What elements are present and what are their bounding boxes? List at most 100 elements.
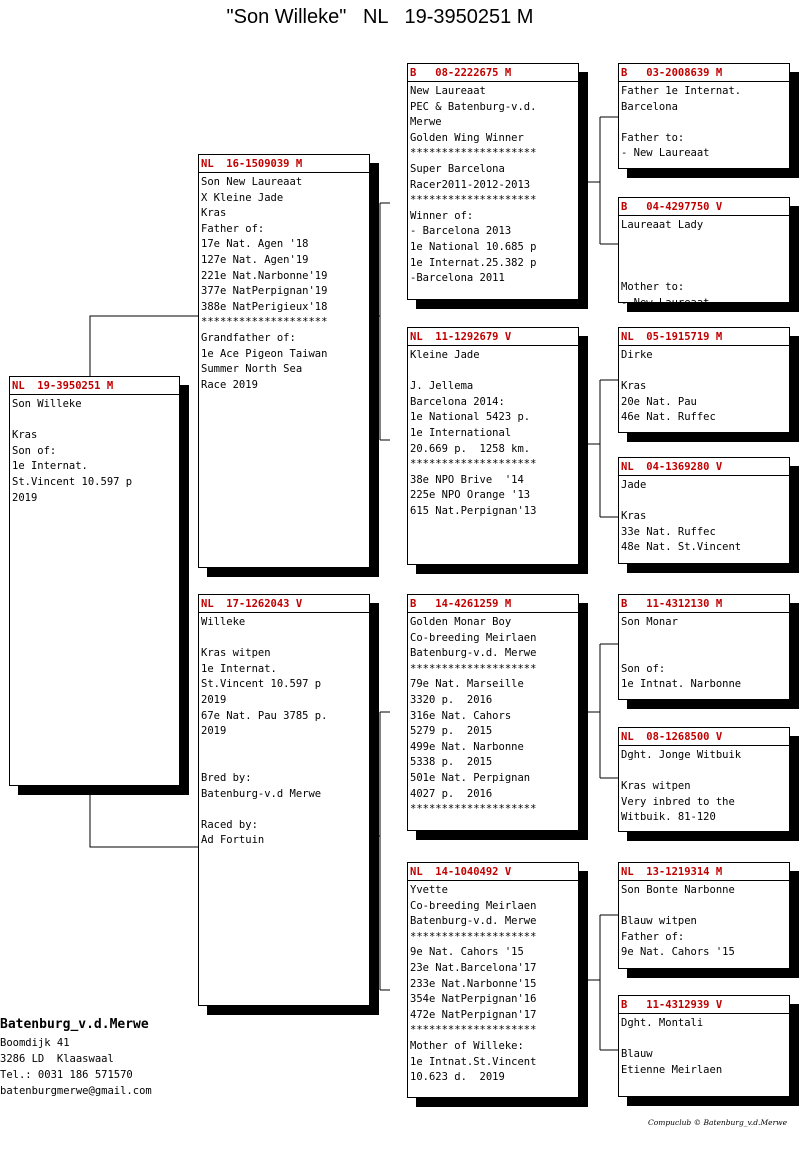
card-line <box>621 494 789 510</box>
card-line: 48e Nat. St.Vincent <box>621 541 742 554</box>
card-line: 4027 p. 2016 <box>410 787 493 800</box>
ring-number: NL 13-1219314 M <box>621 866 723 878</box>
card-line: Kras <box>201 207 227 220</box>
ring-number: B 14-4261259 M <box>410 598 512 610</box>
card-line: Summer North Sea <box>201 363 303 376</box>
card-line: Kras <box>621 380 647 393</box>
card-line <box>621 1032 789 1048</box>
card-line: Golden Wing Winner <box>410 131 524 144</box>
card-line: X Kleine Jade <box>201 191 284 204</box>
card-line: Kras witpen <box>621 780 691 793</box>
card-line: ******************** <box>410 147 537 160</box>
card-line: Mother to: <box>621 281 685 294</box>
card-line: St.Vincent 10.597 p <box>201 678 322 691</box>
page-title: "Son Willeke" NL 19-3950251 M <box>226 6 534 28</box>
header-rule <box>407 612 579 613</box>
header-rule <box>618 81 790 82</box>
card-line: 1e Intnat.St.Vincent <box>410 1055 537 1068</box>
card-line: 2019 <box>12 491 38 504</box>
card-line: Barcelona <box>621 100 678 113</box>
card-line: 2019 <box>201 693 227 706</box>
owner-address: Boomdijk 41 <box>0 1037 70 1049</box>
card-line: 388e NatPerigieux'18 <box>201 300 328 313</box>
owner-phone: Tel.: 0031 186 571570 <box>0 1069 133 1081</box>
card-line: 316e Nat. Cahors <box>410 709 512 722</box>
ring-number: NL 08-1268500 V <box>621 731 723 743</box>
card-line <box>621 115 789 131</box>
card-line: 1e Internat. <box>201 662 277 675</box>
card-line: 5338 p. 2015 <box>410 756 493 769</box>
header-rule <box>407 880 579 881</box>
owner-name: Batenburg_v.d.Merwe <box>0 1017 149 1032</box>
card-line: 1e Intnat. Narbonne <box>621 678 742 691</box>
card-line <box>201 631 369 647</box>
card-line: Dght. Jonge Witbuik <box>621 749 742 761</box>
card-line: ******************** <box>410 194 537 207</box>
card-line: Merwe <box>410 116 442 129</box>
card-line: ******************** <box>410 1024 537 1037</box>
ring-number: NL 05-1915719 M <box>621 331 723 343</box>
header-rule <box>407 81 579 82</box>
card-line: ******************** <box>410 458 537 471</box>
card-line: 2019 <box>201 725 227 738</box>
card-line: 1e International <box>410 426 512 439</box>
card-line <box>621 265 789 281</box>
card-line: 1e National 10.685 p <box>410 240 537 253</box>
header-rule <box>198 172 370 173</box>
card-line: Very inbred to the <box>621 795 735 808</box>
card-line: Blauw <box>621 1048 653 1061</box>
card-line: 1e Internat. <box>12 460 88 473</box>
card-line: Barcelona 2014: <box>410 395 505 408</box>
card-line <box>621 899 789 915</box>
card-line <box>201 802 369 818</box>
card-line: Kras witpen <box>201 647 271 660</box>
card-line: Raced by: <box>201 818 258 831</box>
pedigree-card-sss: B 03-2008639 M Father 1e Internat.Barcel… <box>618 63 790 169</box>
card-line: Batenburg-v.d. Merwe <box>410 915 537 928</box>
card-line: ******************** <box>410 662 537 675</box>
card-line: Father of: <box>621 930 685 943</box>
card-line: Father of: <box>201 222 265 235</box>
card-line: Batenburg-v.d. Merwe <box>410 647 537 660</box>
card-line: 38e NPO Brive '14 <box>410 473 524 486</box>
card-line: Witbuik. 81-120 <box>621 811 716 824</box>
owner-postcode: 3286 LD Klaaswaal <box>0 1053 114 1065</box>
card-line: -Barcelona 2011 <box>410 272 505 285</box>
card-line <box>621 764 789 780</box>
card-line <box>410 364 578 380</box>
card-line: 5279 p. 2015 <box>410 725 493 738</box>
card-line: 127e Nat. Agen'19 <box>201 253 309 266</box>
card-line: Winner of: <box>410 209 474 222</box>
card-line <box>201 755 369 771</box>
header-rule <box>618 880 790 881</box>
card-line: Bred by: <box>201 771 252 784</box>
card-line: Laureaat Lady <box>621 219 704 231</box>
card-line: 20e Nat. Pau <box>621 395 697 408</box>
card-line: St.Vincent 10.597 p <box>12 475 133 488</box>
card-line: 501e Nat. Perpignan <box>410 771 531 784</box>
card-line: Jade <box>621 479 647 491</box>
ring-number: NL 19-3950251 M <box>12 380 114 392</box>
card-line: 17e Nat. Agen '18 <box>201 238 309 251</box>
card-line: 10.623 d. 2019 <box>410 1071 505 1084</box>
credit-footer: Compuclub © Batenburg_v.d.Merwe <box>648 1118 788 1127</box>
card-line: J. Jellema <box>410 380 474 393</box>
